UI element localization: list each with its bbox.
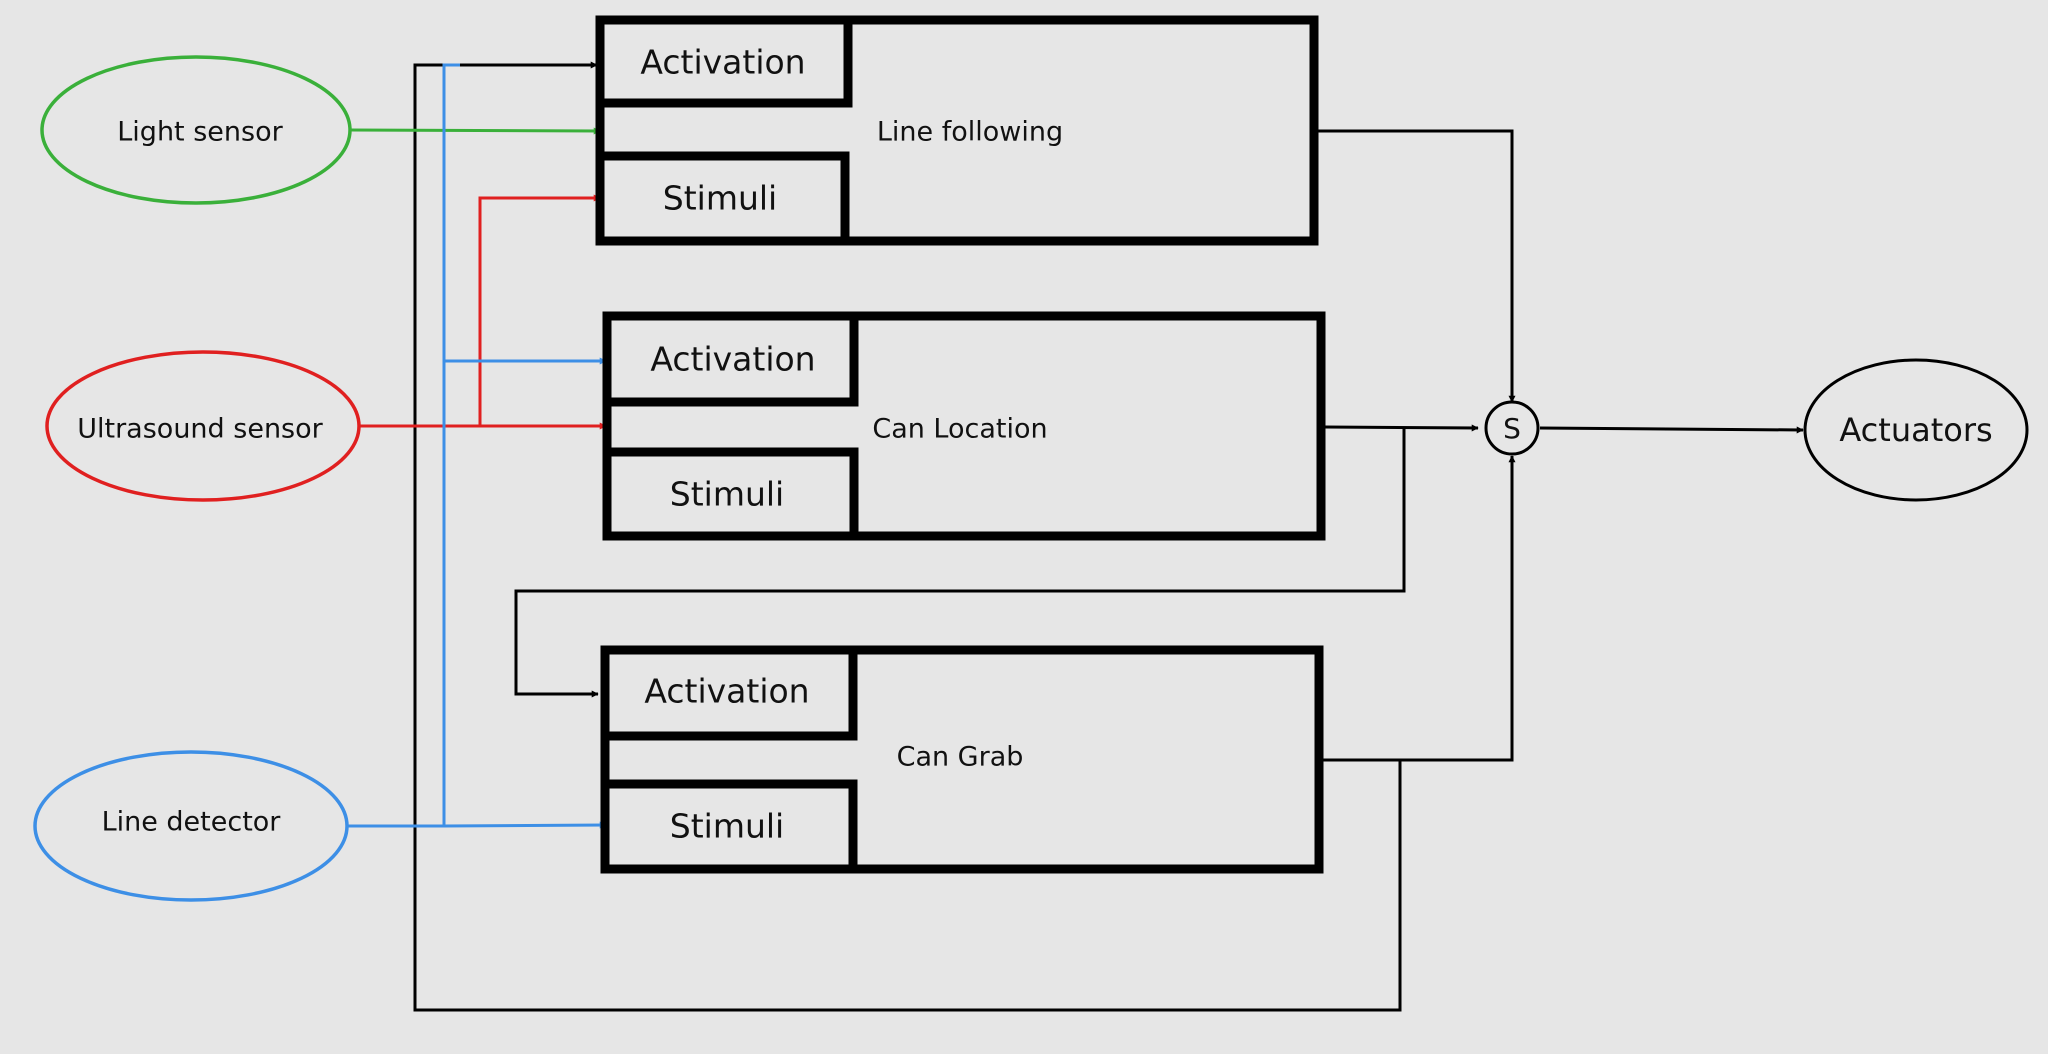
behavior-can-location-stimuli-label: Stimuli xyxy=(670,475,784,514)
behavior-line-following-stimuli-label: Stimuli xyxy=(663,179,777,218)
wire-ultrasound-to-linefollow-stimuli xyxy=(478,194,601,426)
sensor-ultrasound-ellipse xyxy=(45,350,361,502)
output-actuators: Actuators xyxy=(1803,358,2029,502)
green-wires xyxy=(349,127,601,135)
behavior-can-location-activation-label: Activation xyxy=(650,340,815,379)
sensor-ultrasound-label: Ultrasound sensor xyxy=(77,414,323,445)
sensor-light: Light sensor xyxy=(40,55,352,205)
behavior-can-grab-stimuli-label: Stimuli xyxy=(670,807,784,846)
behavior-line-following-activation-label: Activation xyxy=(640,43,805,82)
blue-wires xyxy=(348,63,607,829)
behavior-can-location-name: Can Location xyxy=(872,414,1047,445)
wire-canlocation-to-sum xyxy=(1324,424,1479,432)
summation-circle xyxy=(1484,400,1540,456)
sensor-ultrasound: Ultrasound sensor xyxy=(45,350,361,502)
behavior-can-location-box xyxy=(602,311,1326,541)
sensor-light-ellipse xyxy=(40,55,352,205)
behavior-can-grab-activation-label: Activation xyxy=(644,672,809,711)
summation-label: S xyxy=(1503,412,1521,445)
sensor-line-detector-label: Line detector xyxy=(102,807,282,838)
behavior-can-grab: Activation Stimuli Can Grab xyxy=(600,645,1324,874)
wire-canlocation-to-cangrab-activation xyxy=(514,427,1406,698)
summation-node: S xyxy=(1484,400,1540,456)
behavior-can-grab-name: Can Grab xyxy=(897,742,1024,773)
behavior-can-grab-stimuli-box xyxy=(600,779,858,874)
wire-linedetector-bus xyxy=(348,63,460,828)
behavior-line-following-name: Line following xyxy=(877,117,1063,148)
wire-cangrab-to-sum xyxy=(1320,455,1516,762)
behavior-can-location-activation-box xyxy=(602,311,859,407)
sensor-line-detector: Line detector xyxy=(33,750,349,902)
wire-linefollow-to-sum xyxy=(1318,129,1516,403)
wire-linedetector-to-cangrab-stimuli xyxy=(443,821,607,829)
behavior-line-following-box xyxy=(595,15,1319,246)
behavior-line-following-activation-box xyxy=(595,15,853,108)
sensor-line-detector-ellipse xyxy=(33,750,349,902)
actuators-label: Actuators xyxy=(1839,411,1992,449)
red-wires xyxy=(358,194,607,430)
behavior-line-following-stimuli-box xyxy=(595,151,850,246)
behavior-can-location-stimuli-box xyxy=(602,447,859,541)
wire-sum-to-actuators xyxy=(1539,426,1804,434)
actuators-ellipse xyxy=(1803,358,2029,502)
behavior-can-location: Activation Stimuli Can Location xyxy=(602,311,1326,541)
behavior-can-grab-activation-box xyxy=(600,645,858,741)
sensor-light-label: Light sensor xyxy=(117,117,283,148)
behavior-can-grab-box xyxy=(600,645,1324,874)
wire-light-to-linefollow-activation xyxy=(349,127,601,135)
behavior-line-following: Activation Stimuli Line following xyxy=(595,15,1319,246)
